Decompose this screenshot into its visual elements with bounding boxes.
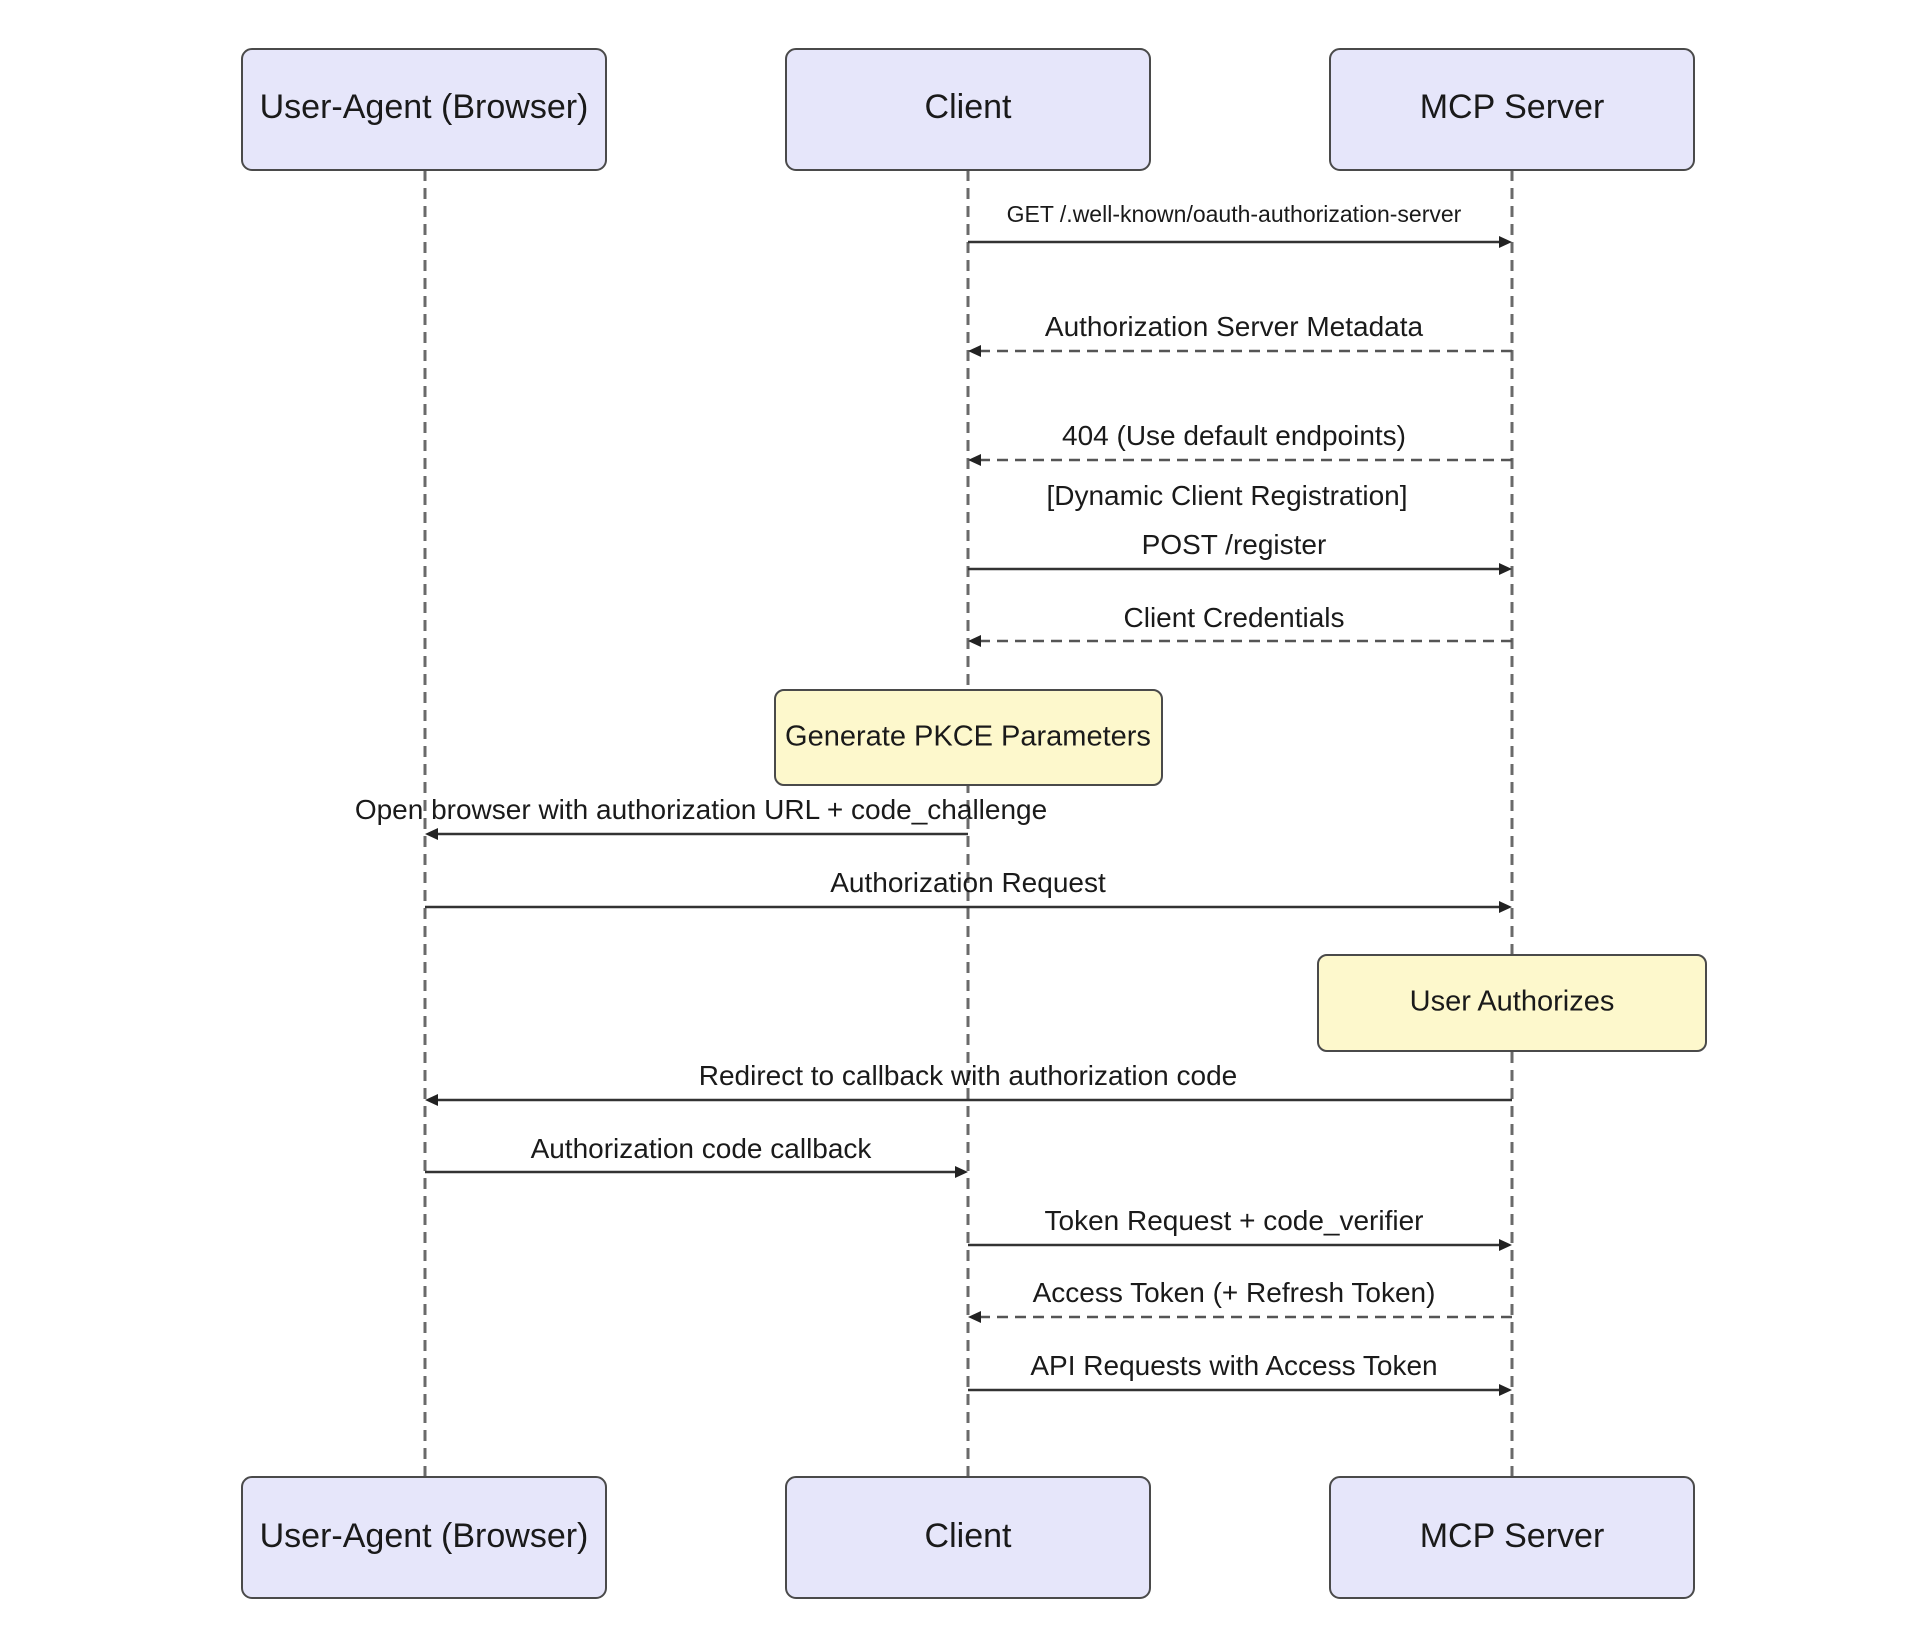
arrowhead-left: [968, 454, 981, 466]
message-register-request: POST /register: [968, 529, 1512, 575]
actor-top-server: MCP Server: [1329, 48, 1695, 171]
note-label: User Authorizes: [1410, 986, 1615, 1018]
message-label: Token Request + code_verifier: [1045, 1205, 1424, 1236]
arrowhead-right: [1499, 1239, 1512, 1251]
message-discovery-request: GET /.well-known/oauth-authorization-ser…: [968, 201, 1512, 248]
actor-top-client-label: Client: [925, 88, 1012, 126]
message-label: POST /register: [1142, 529, 1327, 560]
arrowhead-right: [1499, 901, 1512, 913]
message-token-request: Token Request + code_verifier: [968, 1205, 1512, 1251]
message-label: Authorization Request: [830, 867, 1106, 898]
message-label: Redirect to callback with authorization …: [699, 1060, 1238, 1091]
note-label: Generate PKCE Parameters: [785, 721, 1151, 753]
message-client-credentials: Client Credentials: [968, 602, 1512, 647]
note-user-authorizes: User Authorizes: [1317, 954, 1707, 1052]
arrowhead-left: [968, 1311, 981, 1323]
message-open-browser: Open browser with authorization URL + co…: [355, 794, 1047, 840]
arrowhead-left: [425, 1094, 438, 1106]
message-code-callback: Authorization code callback: [425, 1133, 968, 1178]
message-label: Open browser with authorization URL + co…: [355, 794, 1047, 825]
arrowhead-left: [968, 345, 981, 357]
actor-bottom-server: MCP Server: [1329, 1476, 1695, 1599]
actor-bottom-browser-label: User-Agent (Browser): [260, 1517, 589, 1555]
message-label: Authorization Server Metadata: [1045, 311, 1424, 342]
actor-bottom-client-label: Client: [925, 1517, 1012, 1555]
actor-top-client: Client: [785, 48, 1151, 171]
arrowhead-right: [1499, 1384, 1512, 1396]
message-authorization-request: Authorization Request: [425, 867, 1512, 913]
message-404-response: 404 (Use default endpoints): [968, 420, 1512, 466]
group-label-dynamic-client-registration: [Dynamic Client Registration]: [1046, 480, 1407, 511]
arrowhead-left: [968, 635, 981, 647]
message-label: Authorization code callback: [531, 1133, 873, 1164]
message-label: Client Credentials: [1124, 602, 1345, 633]
actor-bottom-server-label: MCP Server: [1420, 1517, 1605, 1555]
actor-bottom-client: Client: [785, 1476, 1151, 1599]
message-metadata-response: Authorization Server Metadata: [968, 311, 1512, 357]
actor-bottom-browser: User-Agent (Browser): [241, 1476, 607, 1599]
message-label: 404 (Use default endpoints): [1062, 420, 1406, 451]
arrowhead-right: [1499, 236, 1512, 248]
actor-top-browser-label: User-Agent (Browser): [260, 88, 589, 126]
actor-top-server-label: MCP Server: [1420, 88, 1605, 126]
note-generate-pkce: Generate PKCE Parameters: [774, 689, 1163, 786]
message-label: GET /.well-known/oauth-authorization-ser…: [1007, 201, 1462, 227]
arrowhead-right: [1499, 563, 1512, 575]
arrowhead-left: [425, 828, 438, 840]
message-label: Access Token (+ Refresh Token): [1033, 1277, 1436, 1308]
arrowhead-right: [955, 1166, 968, 1178]
message-label: API Requests with Access Token: [1030, 1350, 1437, 1381]
message-redirect-callback: Redirect to callback with authorization …: [425, 1060, 1512, 1106]
message-access-token: Access Token (+ Refresh Token): [968, 1277, 1512, 1323]
actor-top-browser: User-Agent (Browser): [241, 48, 607, 171]
message-api-requests: API Requests with Access Token: [968, 1350, 1512, 1396]
